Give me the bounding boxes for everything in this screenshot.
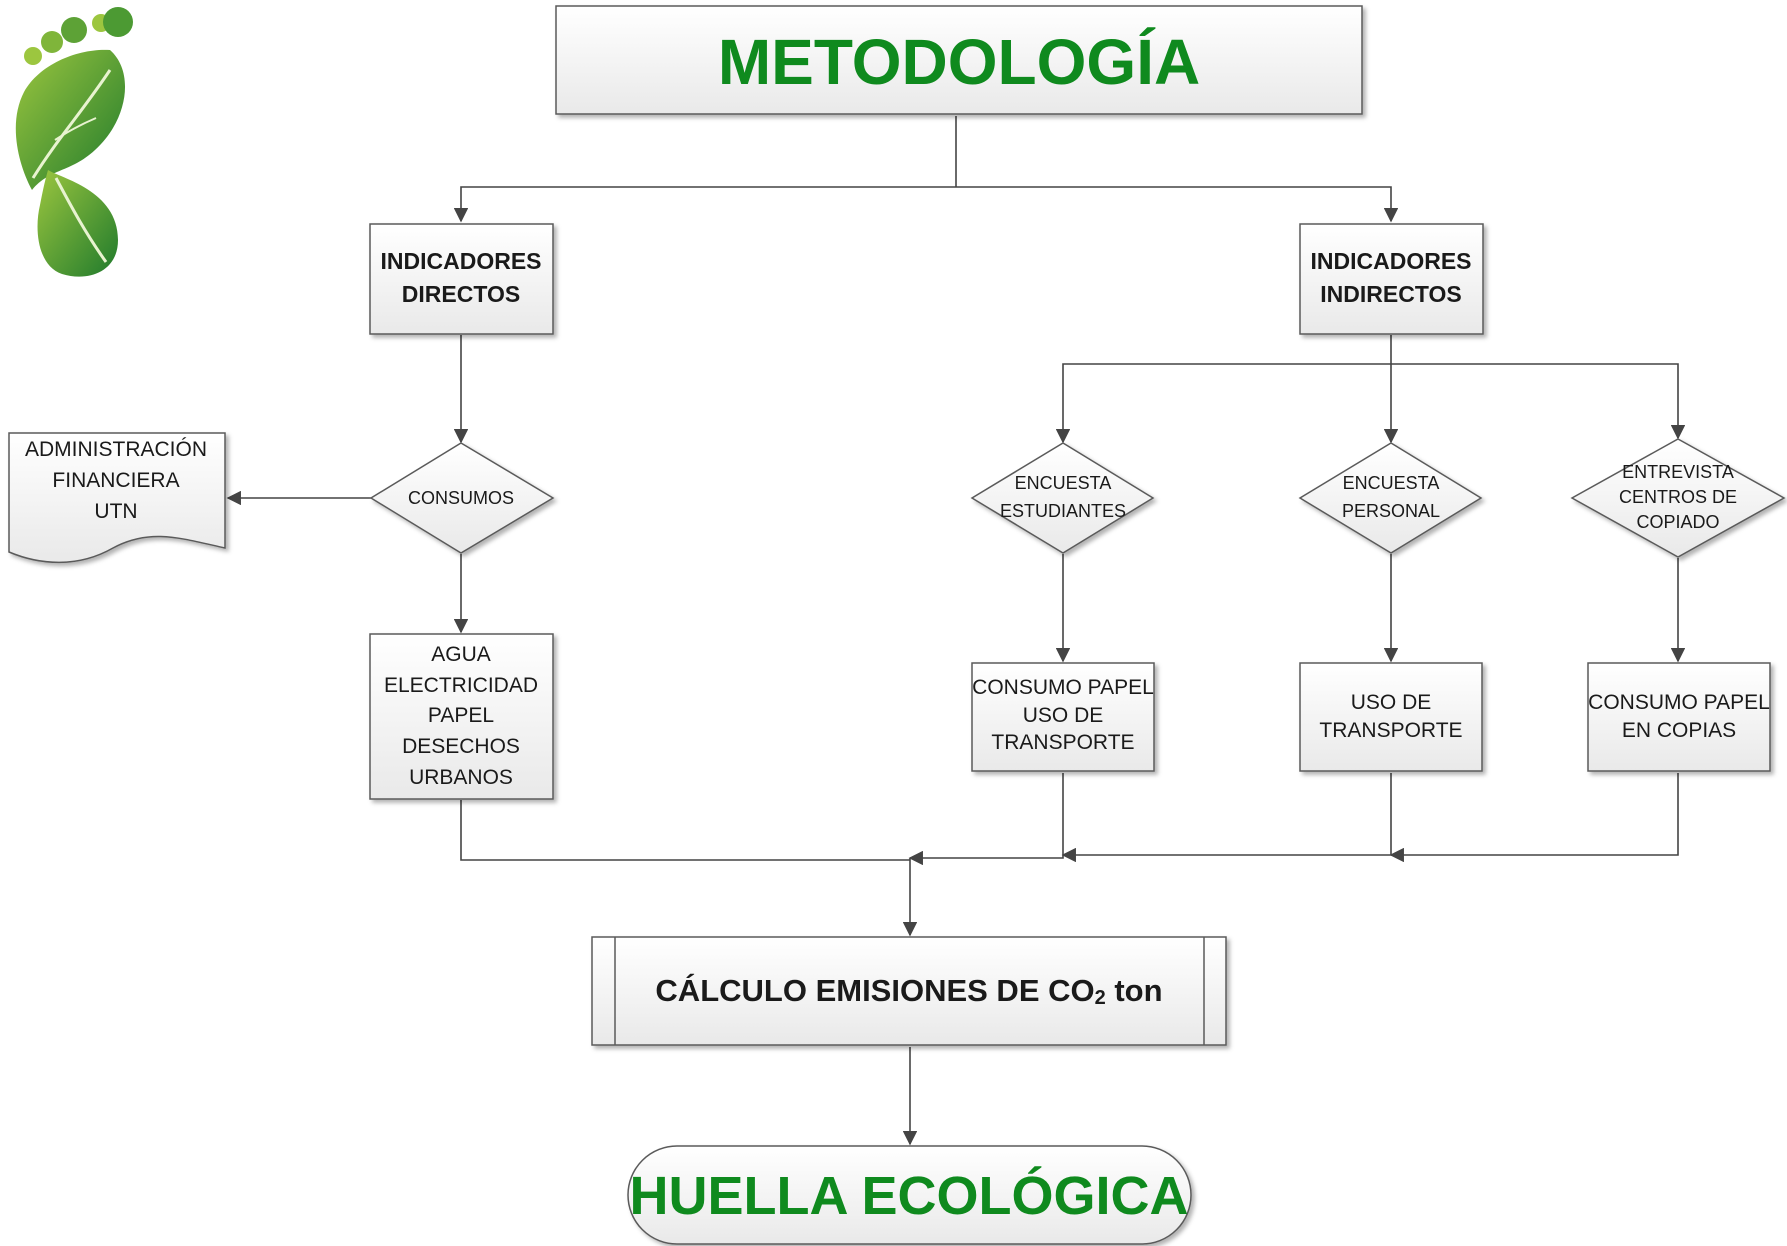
indirect-indicators-box: INDICADORES INDIRECTOS xyxy=(1299,223,1484,335)
entrevista-line1: ENTREVISTA xyxy=(1622,462,1734,482)
output-personal-line1: USO DE xyxy=(1351,691,1432,714)
direct-label-line1: INDICADORES xyxy=(380,248,541,274)
encuesta-estudiantes-decision: ENCUESTA ESTUDIANTES xyxy=(970,442,1155,554)
footprint-leaf-logo-icon xyxy=(15,7,133,277)
output-estudiantes-box: CONSUMO PAPEL USO DE TRANSPORTE xyxy=(971,662,1155,772)
page-title: METODOLOGÍA xyxy=(718,26,1200,98)
admin-line3: UTN xyxy=(94,500,137,523)
output-personal-box: USO DE TRANSPORTE xyxy=(1299,662,1483,772)
huella-label: HUELLA ECOLÓGICA xyxy=(630,1166,1189,1226)
output-copias-line2: EN COPIAS xyxy=(1622,719,1736,742)
encuesta-personal-decision: ENCUESTA PERSONAL xyxy=(1298,442,1483,554)
list-item: DESECHOS xyxy=(402,735,520,758)
encuesta-estudiantes-line1: ENCUESTA xyxy=(1015,473,1112,493)
list-item: ELECTRICIDAD xyxy=(384,674,538,697)
list-item: AGUA xyxy=(431,643,491,666)
admin-line1: ADMINISTRACIÓN xyxy=(25,438,207,461)
merge-direct-items xyxy=(460,800,910,861)
output-personal-line2: TRANSPORTE xyxy=(1319,719,1462,742)
merge-copias xyxy=(1389,773,1679,863)
merge-estudiantes xyxy=(908,773,1064,866)
consumos-label: CONSUMOS xyxy=(408,488,514,508)
encuesta-estudiantes-line2: ESTUDIANTES xyxy=(1000,501,1126,521)
encuesta-personal-line1: ENCUESTA xyxy=(1343,473,1440,493)
direct-indicators-box: INDICADORES DIRECTOS xyxy=(369,223,554,335)
co2-calculation-process: CÁLCULO EMISIONES DE CO2 ton xyxy=(591,936,1227,1046)
consumos-decision: CONSUMOS xyxy=(369,442,555,554)
direct-label-line2: DIRECTOS xyxy=(402,281,520,307)
entrevista-line3: COPIADO xyxy=(1636,512,1719,532)
output-estudiantes-line3: TRANSPORTE xyxy=(991,731,1134,754)
entrevista-copiado-decision: ENTREVISTA CENTROS DE COPIADO xyxy=(1570,438,1786,558)
arrow-to-entrevista xyxy=(1391,363,1686,440)
output-estudiantes-line2: USO DE xyxy=(1023,704,1104,727)
encuesta-personal-line2: PERSONAL xyxy=(1342,501,1440,521)
indirect-label-line1: INDICADORES xyxy=(1310,248,1471,274)
arrow-to-indirect xyxy=(956,186,1399,223)
output-estudiantes-line1: CONSUMO PAPEL xyxy=(972,676,1154,699)
admin-finance-document: ADMINISTRACIÓN FINANCIERA UTN xyxy=(8,432,226,564)
connectors xyxy=(226,116,1686,1146)
arrow-to-direct xyxy=(453,186,956,223)
output-copias-box: CONSUMO PAPEL EN COPIAS xyxy=(1587,662,1771,772)
direct-items-box: AGUA ELECTRICIDAD PAPEL DESECHOS URBANOS xyxy=(369,633,554,800)
merge-personal xyxy=(1061,773,1392,863)
admin-line2: FINANCIERA xyxy=(52,469,179,492)
list-item: URBANOS xyxy=(409,766,513,789)
arrow-to-encuesta-estudiantes xyxy=(1055,363,1391,444)
indirect-label-line2: INDIRECTOS xyxy=(1320,281,1461,307)
list-item: PAPEL xyxy=(428,704,494,727)
title-box: METODOLOGÍA xyxy=(555,5,1363,115)
output-copias-line1: CONSUMO PAPEL xyxy=(1588,691,1770,714)
entrevista-line2: CENTROS DE xyxy=(1619,487,1737,507)
ecological-footprint-terminator: HUELLA ECOLÓGICA xyxy=(627,1145,1192,1245)
co2-calculation-label: CÁLCULO EMISIONES DE CO2 ton xyxy=(655,973,1162,1009)
